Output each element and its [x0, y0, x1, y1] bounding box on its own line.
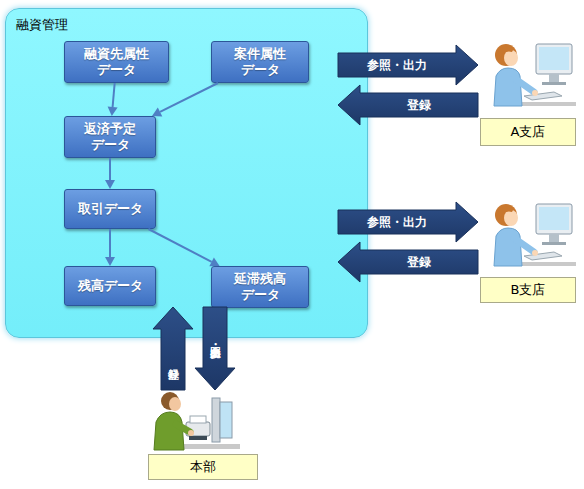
worker-fringe [498, 207, 514, 218]
monitor [536, 44, 572, 74]
block-arrow-shape [195, 307, 235, 390]
arrow-head [105, 180, 115, 189]
box-label: 案件属性 データ [218, 46, 302, 79]
worker-hand [532, 90, 538, 96]
data-box: 残高データ [64, 266, 156, 306]
flow-arrow [105, 229, 115, 266]
arrow-label: 参照・出力 [367, 59, 427, 71]
data-box: 案件属性 データ [211, 41, 309, 83]
worker-hand [532, 250, 538, 256]
worker-body [494, 228, 522, 266]
desk [510, 262, 576, 266]
box-label: 残高データ [78, 278, 143, 294]
block-arrow-shape [338, 85, 478, 125]
data-box: 融資先属性 データ [64, 41, 169, 83]
block-arrow-shape [338, 202, 478, 242]
printer-paper [190, 416, 206, 423]
site-label: A支店 [480, 118, 576, 146]
monitor-screen [539, 207, 569, 230]
worker-face [169, 397, 181, 411]
block-arrow-shape [338, 242, 478, 282]
worker-hair [495, 204, 517, 226]
site-group: A支店 [478, 40, 578, 148]
flow-line [109, 229, 111, 257]
block-arrow-shape [153, 307, 193, 390]
worker-hand [188, 430, 194, 436]
block-arrow-shape [338, 45, 478, 85]
flow-arrow [152, 83, 218, 116]
arrow-label: 登録 [407, 256, 431, 268]
worker-fringe [498, 47, 514, 58]
monitor-stand [549, 74, 559, 82]
flow-line [160, 83, 218, 112]
flow-line [148, 229, 211, 262]
boundary-title: 融資管理 [16, 16, 68, 34]
worker-arm [176, 424, 190, 432]
flow-arrow [105, 158, 115, 189]
flow-line [113, 83, 115, 107]
keyboard [524, 252, 562, 260]
data-box: 取引データ [64, 189, 156, 229]
system-boundary: 融資管理融資先属性 データ 案件属性 データ返済予定 データ取引データ残高データ 延… [5, 8, 368, 338]
box-label: 融資先属性 データ [71, 46, 162, 79]
headoffice-worker-illustration [154, 392, 240, 450]
data-box: 返済予定 データ [64, 116, 156, 158]
worker-face [504, 50, 518, 66]
arrow-head [108, 107, 118, 116]
monitor [212, 398, 220, 442]
flow-arrow [148, 229, 219, 266]
data-box: 延滞残高 データ [211, 266, 309, 308]
printer [186, 422, 210, 436]
flow-arrow [108, 83, 118, 116]
monitor-screen [220, 402, 232, 438]
monitor-screen [539, 47, 569, 70]
monitor [536, 204, 572, 234]
box-label: 延滞残高 データ [218, 271, 302, 304]
branch-worker-illustration [494, 204, 576, 266]
block-arrow [338, 45, 478, 85]
block-arrow [153, 307, 193, 390]
site-label: 本部 [148, 454, 258, 480]
branch-worker-illustration [494, 44, 576, 106]
arrow-head [209, 257, 219, 266]
monitor-base [542, 82, 566, 85]
block-arrow [338, 242, 478, 282]
block-arrow [195, 307, 235, 390]
arrow-label: 登録 [407, 99, 431, 111]
keyboard [524, 92, 562, 100]
worker-body [494, 68, 522, 106]
monitor-base [542, 242, 566, 245]
site-label: B支店 [480, 277, 576, 303]
worker-hair [161, 392, 179, 410]
block-arrow [338, 85, 478, 125]
arrow-head [105, 257, 115, 266]
flow-line [109, 158, 111, 180]
worker-arm [514, 78, 534, 92]
worker-face [504, 210, 518, 226]
arrow-head [152, 108, 162, 117]
monitor-stand [549, 234, 559, 242]
block-arrow [338, 202, 478, 242]
box-label: 取引データ [78, 201, 143, 217]
worker-body [154, 412, 184, 450]
worker-arm [514, 238, 534, 252]
printer-tray [189, 436, 207, 440]
arrow-label: 参照・出力 [367, 216, 427, 228]
desk [174, 444, 240, 449]
worker-hair [495, 44, 517, 66]
site-group: B支店 [478, 200, 578, 306]
desk [510, 102, 576, 106]
site-group: 本部 [140, 390, 265, 482]
box-label: 返済予定 データ [71, 121, 149, 154]
